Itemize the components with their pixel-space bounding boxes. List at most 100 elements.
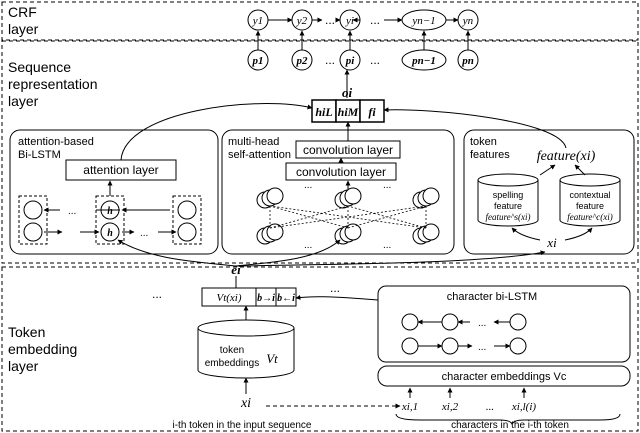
lstm-cell (23, 222, 43, 242)
crf-layer-region (1, 1, 639, 41)
char-input-label: xi,l(i) (511, 401, 536, 413)
token-concat-bf: b→i (257, 293, 275, 304)
svg-text:embeddings: embeddings (205, 358, 259, 369)
feature-expression: feature(xi) (537, 149, 596, 164)
panel-char-bilstm: character bi-LSTM ...... (377, 285, 631, 363)
char-input-label: xi,1 (401, 401, 418, 413)
attention-link (347, 205, 427, 229)
mh-ellipsis: ... (383, 180, 391, 191)
mh-ellipsis: ... (304, 180, 312, 191)
char-bilstm-label: character bi-LSTM (447, 291, 537, 303)
p-ellipsis: ... (325, 53, 335, 67)
contextual-feature-cylinder: contextual feature feature^c(xi) (559, 173, 621, 227)
ellipsis-right: ... (330, 281, 340, 295)
lstm-cell (23, 200, 43, 220)
crf-node-label: y2 (296, 15, 308, 27)
char-lstm-cell (401, 337, 419, 355)
attention-link (269, 205, 349, 229)
attention-head-cell (266, 187, 284, 205)
lstm-cell (177, 200, 197, 220)
token-concat-vt: Vt(xi) (216, 292, 241, 304)
conv-layer-top-label: convolution layer (303, 143, 393, 157)
char-ellipsis: ... (478, 318, 486, 329)
svg-text:spelling: spelling (493, 190, 524, 200)
crf-node-label: y1 (252, 15, 263, 27)
crf-ellipsis: ... (370, 13, 380, 27)
p-node-label: p2 (296, 55, 309, 67)
crf-ellipsis: ... (325, 13, 335, 27)
concat-hidden-vector: hiL hiM fi (311, 99, 385, 123)
lstm-column-box (18, 195, 48, 245)
char-lstm-cell (441, 337, 459, 355)
svg-text:feature^s(xi): feature^s(xi) (486, 212, 531, 222)
p-node-label: pn−1 (411, 55, 436, 67)
crf-node-label: yn (462, 15, 474, 27)
arrow-features-to-concat (383, 107, 567, 149)
caption-left: i-th token in the input sequence (173, 420, 312, 431)
lstm-column-box (95, 195, 125, 245)
token-concat-bb: b←i (277, 293, 295, 304)
concat-cell-hL: hiL (315, 105, 332, 119)
char-lstm-cell (509, 313, 527, 331)
svg-text:feature: feature (494, 201, 522, 211)
attention-head-cell (422, 223, 440, 241)
mh-ellipsis: ... (383, 240, 391, 251)
e-i-label: ei (231, 262, 241, 277)
attention-layer-label: attention layer (83, 163, 158, 177)
lstm-h-label: h (107, 228, 113, 239)
svg-text:feature^c(xi): feature^c(xi) (567, 212, 612, 222)
lstm-h-label: h (107, 206, 113, 217)
token-layer-region (1, 266, 639, 432)
char-input-label: ... (486, 401, 494, 413)
svg-text:feature: feature (576, 201, 604, 211)
p-ellipsis: ... (370, 53, 380, 67)
arrow-attention-to-concat (120, 103, 313, 161)
lstm-ellipsis: ... (68, 206, 76, 217)
p-node-label: pn (461, 55, 474, 67)
svg-text:contextual: contextual (569, 190, 610, 200)
svg-text:token: token (220, 345, 244, 356)
lstm-cell (100, 222, 120, 242)
concat-cell-f: fi (368, 105, 376, 119)
char-lstm-cell (441, 313, 459, 331)
sequence-layer-region (1, 40, 639, 264)
char-input-label: xi,2 (441, 401, 459, 413)
spelling-feature-cylinder: spelling feature feature^s(xi) (477, 173, 539, 227)
concat-cell-hM: hiM (338, 105, 359, 119)
char-brace (395, 413, 621, 426)
char-ellipsis: ... (478, 342, 486, 353)
ellipsis-left: ... (152, 287, 162, 301)
mh-ellipsis: ... (304, 240, 312, 251)
p-node-row: p1 p2... pi... pn−1 pn (247, 30, 479, 71)
attention-head-cell (422, 187, 440, 205)
char-lstm-cell (401, 313, 419, 331)
p-node-label: pi (345, 55, 356, 67)
crf-node-label: yn−1 (411, 15, 435, 27)
lstm-column-box (172, 195, 202, 245)
token-xi: xi (240, 396, 251, 411)
crf-node-row: y1 y2... yi... yn−1 yn (247, 9, 479, 31)
lstm-ellipsis: ... (140, 228, 148, 239)
features-xi: xi (546, 235, 557, 250)
conv-layer-bottom-label: convolution layer (296, 165, 386, 179)
token-concat-vector: Vt(xi) b→i b←i (201, 287, 297, 307)
token-embeddings-cylinder: token embeddings Vt (197, 319, 295, 379)
caption-right: characters in the i-th token (451, 420, 569, 431)
p-node-label: p1 (252, 55, 264, 67)
lstm-cell (177, 222, 197, 242)
attention-head-cell (344, 187, 362, 205)
char-embeddings-bar: character embeddings Vc (377, 365, 631, 387)
crf-node-label: yi (345, 15, 354, 27)
svg-text:character embeddings Vc: character embeddings Vc (442, 371, 567, 383)
char-lstm-cell (509, 337, 527, 355)
